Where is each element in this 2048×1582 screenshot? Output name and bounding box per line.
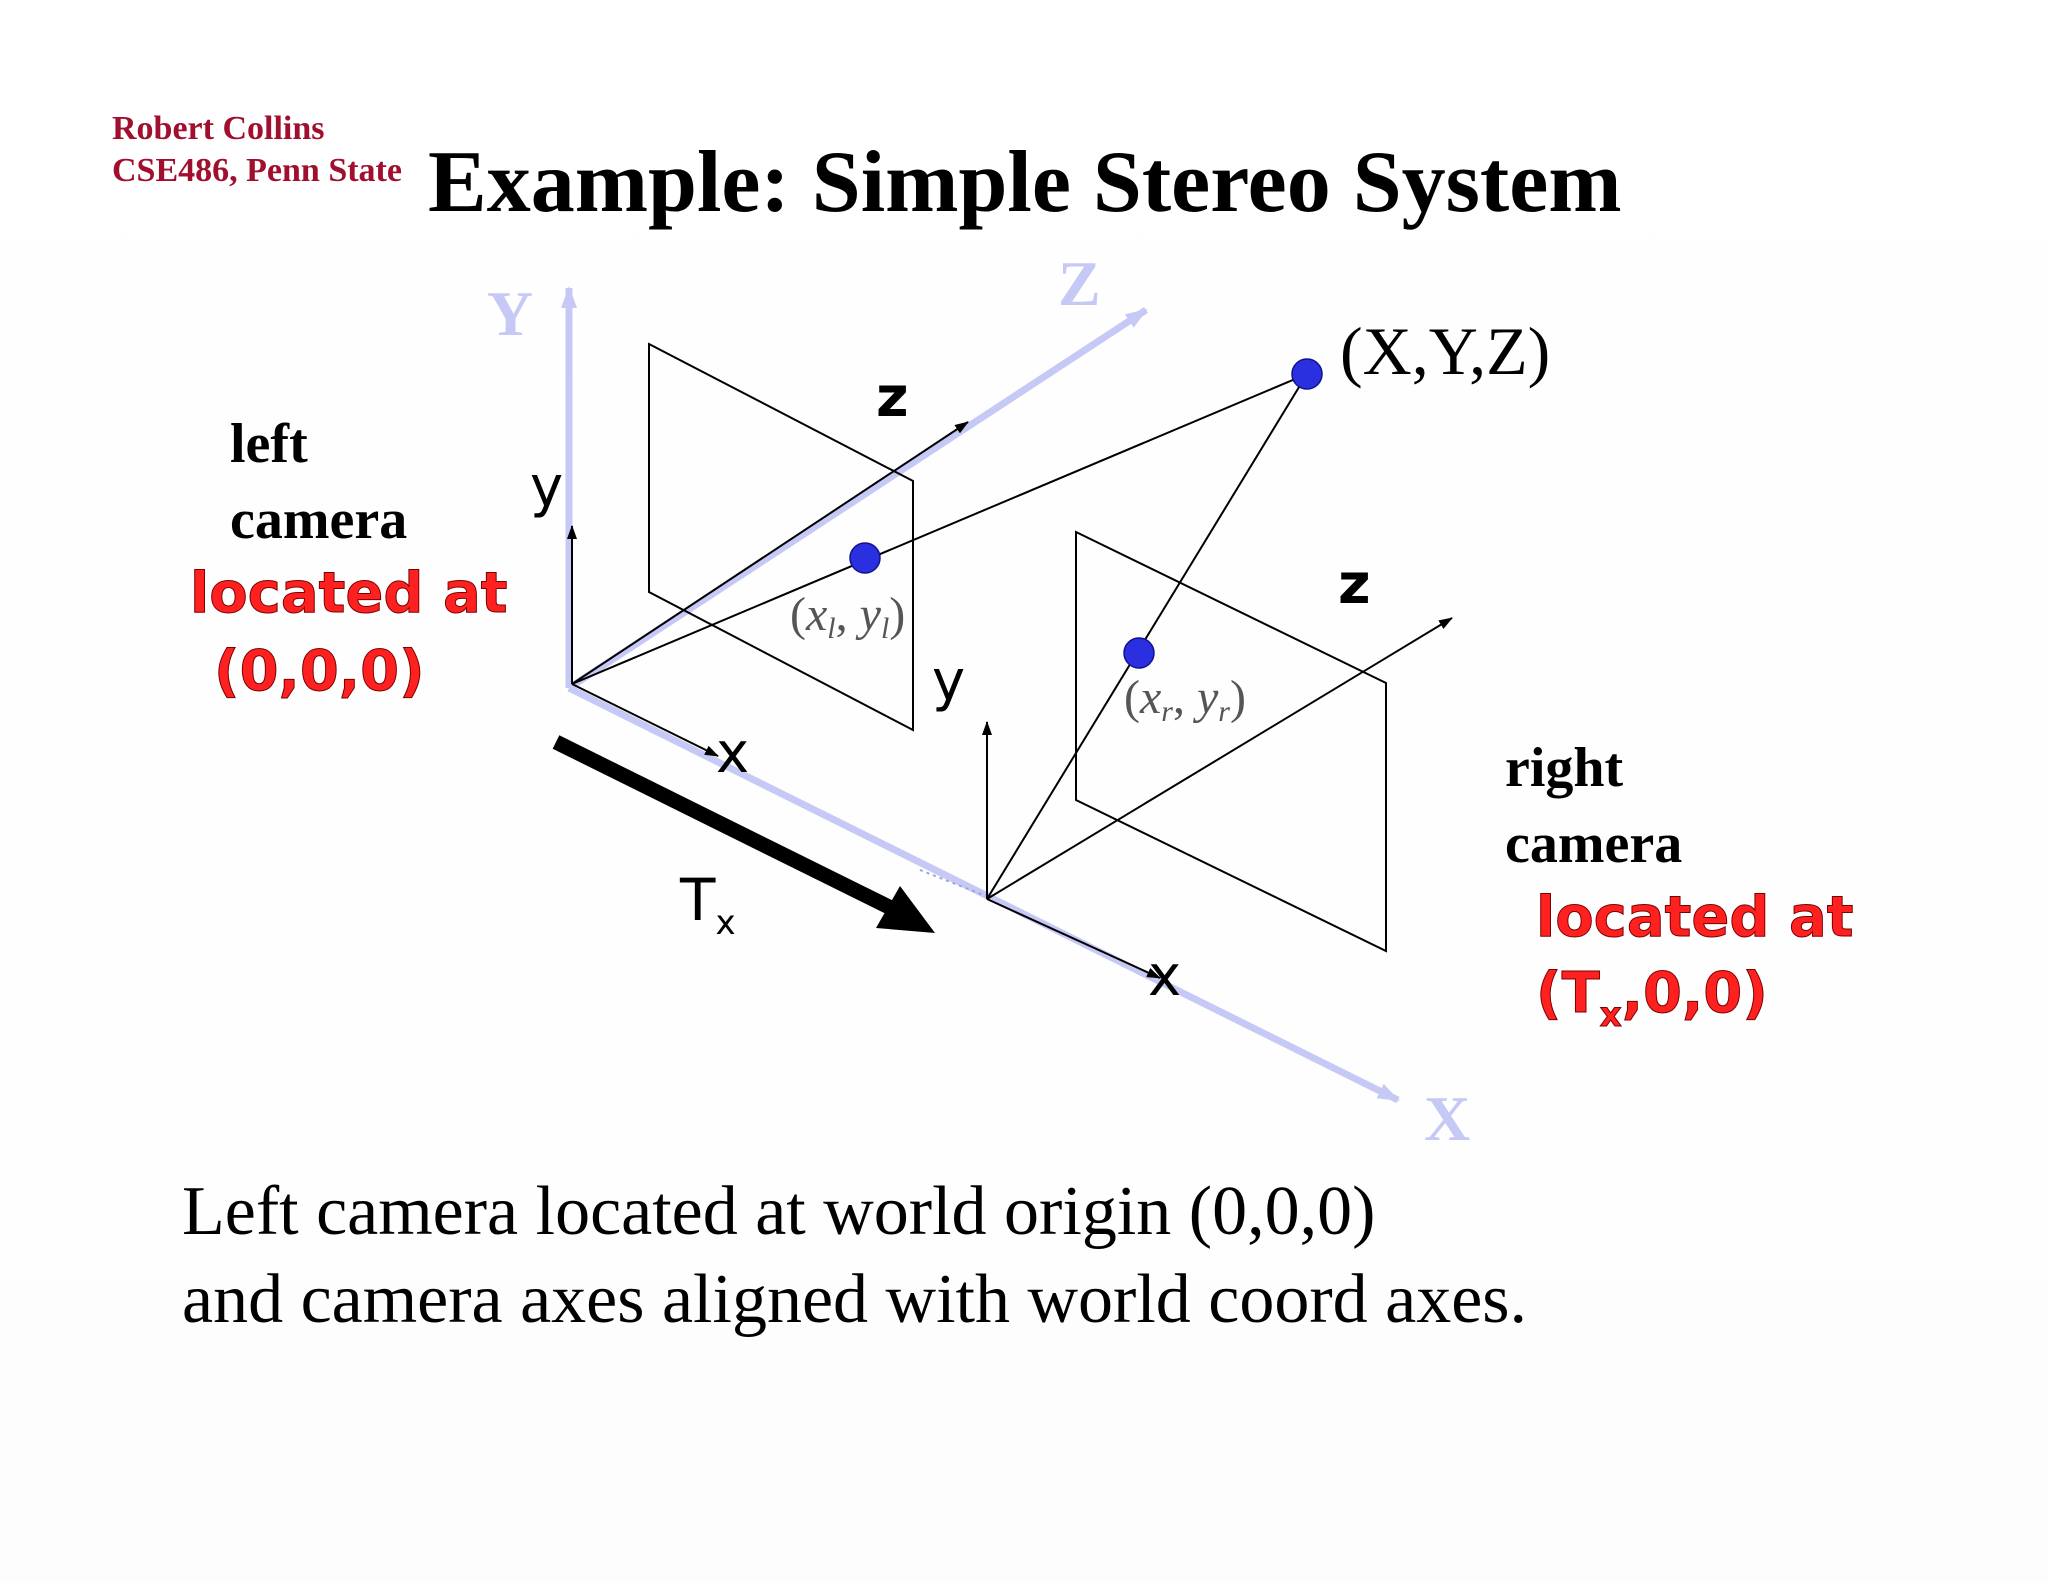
right-camera-location-1: located at [1536,885,1854,950]
baseline-label-sub: x [715,903,735,943]
left-image-point-label: (xl, yl) [790,588,905,645]
world-x-axis [567,684,1400,1104]
right-image-point [1123,637,1155,669]
right-camera-label-1: right [1505,737,1624,799]
left-point-x-sub: l [827,612,835,645]
world-axes: Y Z X [487,248,1470,1154]
author-course: CSE486, Penn State [112,152,402,189]
right-cam-z-label: z [1338,552,1371,617]
left-camera: y x z [530,342,969,786]
right-camera: y x z [932,530,1453,1009]
world-z-axis [567,307,1148,691]
world-point [1291,358,1323,390]
right-location-sub: x [1600,995,1622,1035]
right-point-y: y [1192,671,1219,724]
left-cam-x-axis [571,683,719,757]
right-point-x-sub: r [1161,695,1173,728]
left-cam-z-label: z [876,365,909,430]
right-camera-label-2: camera [1505,813,1682,875]
right-image-point-label: (xr, yr) [1124,671,1246,728]
left-ray [571,373,1308,685]
left-image-plane [648,342,914,732]
baseline-arrow-shaft [552,735,899,917]
slide-title: Example: Simple Stereo System [428,134,1622,231]
baseline-label-base: T [679,866,716,934]
right-location-prefix: (T [1536,961,1600,1026]
projection-rays [571,373,1308,900]
right-camera-caption: right camera located at (Tx,0,0) [1505,737,1854,1036]
right-ray [986,373,1308,900]
right-cam-z-axis [986,617,1453,900]
left-point-y: y [855,588,882,641]
baseline-arrowhead [876,886,935,933]
left-camera-location-2: (0,0,0) [214,639,425,704]
left-camera-label-2: camera [230,489,407,551]
right-point-y-sub: r [1218,695,1230,728]
caption-block: Left camera located at world origin (0,0… [182,1168,1527,1344]
baseline-arrow: Tx [552,735,987,943]
left-point-y-sub: l [881,612,889,645]
caption-line-2: and camera axes aligned with world coord… [182,1261,1528,1338]
author-block: Robert Collins CSE486, Penn State [112,108,402,192]
left-point-x: x [805,588,827,641]
left-camera-label-1: left [230,413,308,475]
author-name: Robert Collins [112,110,325,147]
world-z-label: Z [1058,248,1101,319]
left-cam-x-label: x [716,721,749,786]
right-camera-location-2: (Tx,0,0) [1536,961,1768,1035]
caption-line-1: Left camera located at world origin (0,0… [182,1173,1376,1250]
baseline-label: Tx [679,866,736,943]
left-cam-y-label: y [530,455,563,520]
left-cam-z-axis [571,421,969,685]
right-cam-x-label: x [1148,944,1181,1009]
right-cam-x-axis [986,898,1161,979]
left-camera-caption: left camera located at (0,0,0) [190,413,509,705]
baseline-dotted [919,869,987,897]
world-x-label: X [1424,1083,1470,1154]
world-y-label: Y [487,278,533,349]
right-image-plane [1075,530,1387,953]
left-camera-location-1: located at [190,561,508,626]
left-image-point [849,542,881,574]
right-location-suffix: ,0,0) [1622,961,1768,1026]
right-point-x: x [1139,671,1161,724]
right-cam-y-label: y [932,649,965,714]
world-point-label: (X,Y,Z) [1340,313,1550,389]
